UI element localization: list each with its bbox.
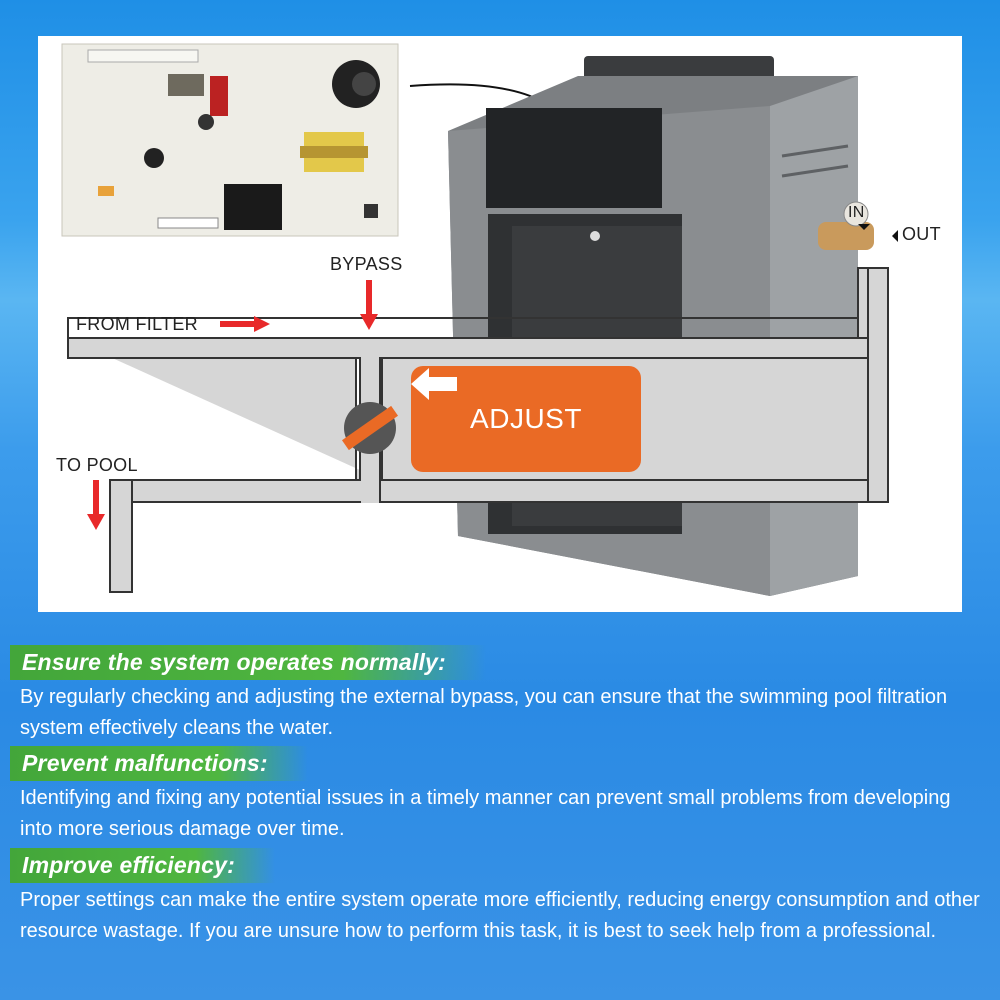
section-text: Identifying and fixing any potential iss…	[20, 787, 951, 840]
heater-image	[448, 56, 874, 596]
section-text: Proper settings can make the entire syst…	[20, 889, 980, 942]
bypass-label: BYPASS	[330, 254, 403, 274]
in-label: IN	[848, 204, 865, 221]
section-heading: Ensure the system operates normally:	[10, 645, 486, 680]
diagram-panel: BYPASS FROM FILTER TO POOL IN OUT ADJUST	[38, 36, 962, 612]
section-ensure-normal: Ensure the system operates normally: By …	[10, 645, 990, 744]
adjust-label: ADJUST	[470, 403, 582, 434]
section-heading: Improve efficiency:	[10, 848, 276, 883]
from-filter-label: FROM FILTER	[76, 314, 198, 334]
section-heading: Prevent malfunctions:	[10, 746, 308, 781]
control-board-image	[61, 43, 399, 237]
out-label: OUT	[902, 224, 941, 244]
to-pool-label: TO POOL	[56, 455, 138, 475]
bypass-valve-icon	[341, 402, 399, 454]
left-arrow-icon	[411, 368, 457, 400]
section-text: By regularly checking and adjusting the …	[20, 686, 948, 739]
section-improve-efficiency: Improve efficiency: Proper settings can …	[10, 848, 990, 947]
flow-arrows	[87, 280, 378, 530]
section-prevent-malfunctions: Prevent malfunctions: Identifying and fi…	[10, 746, 990, 845]
adjust-callout: ADJUST	[411, 366, 641, 472]
